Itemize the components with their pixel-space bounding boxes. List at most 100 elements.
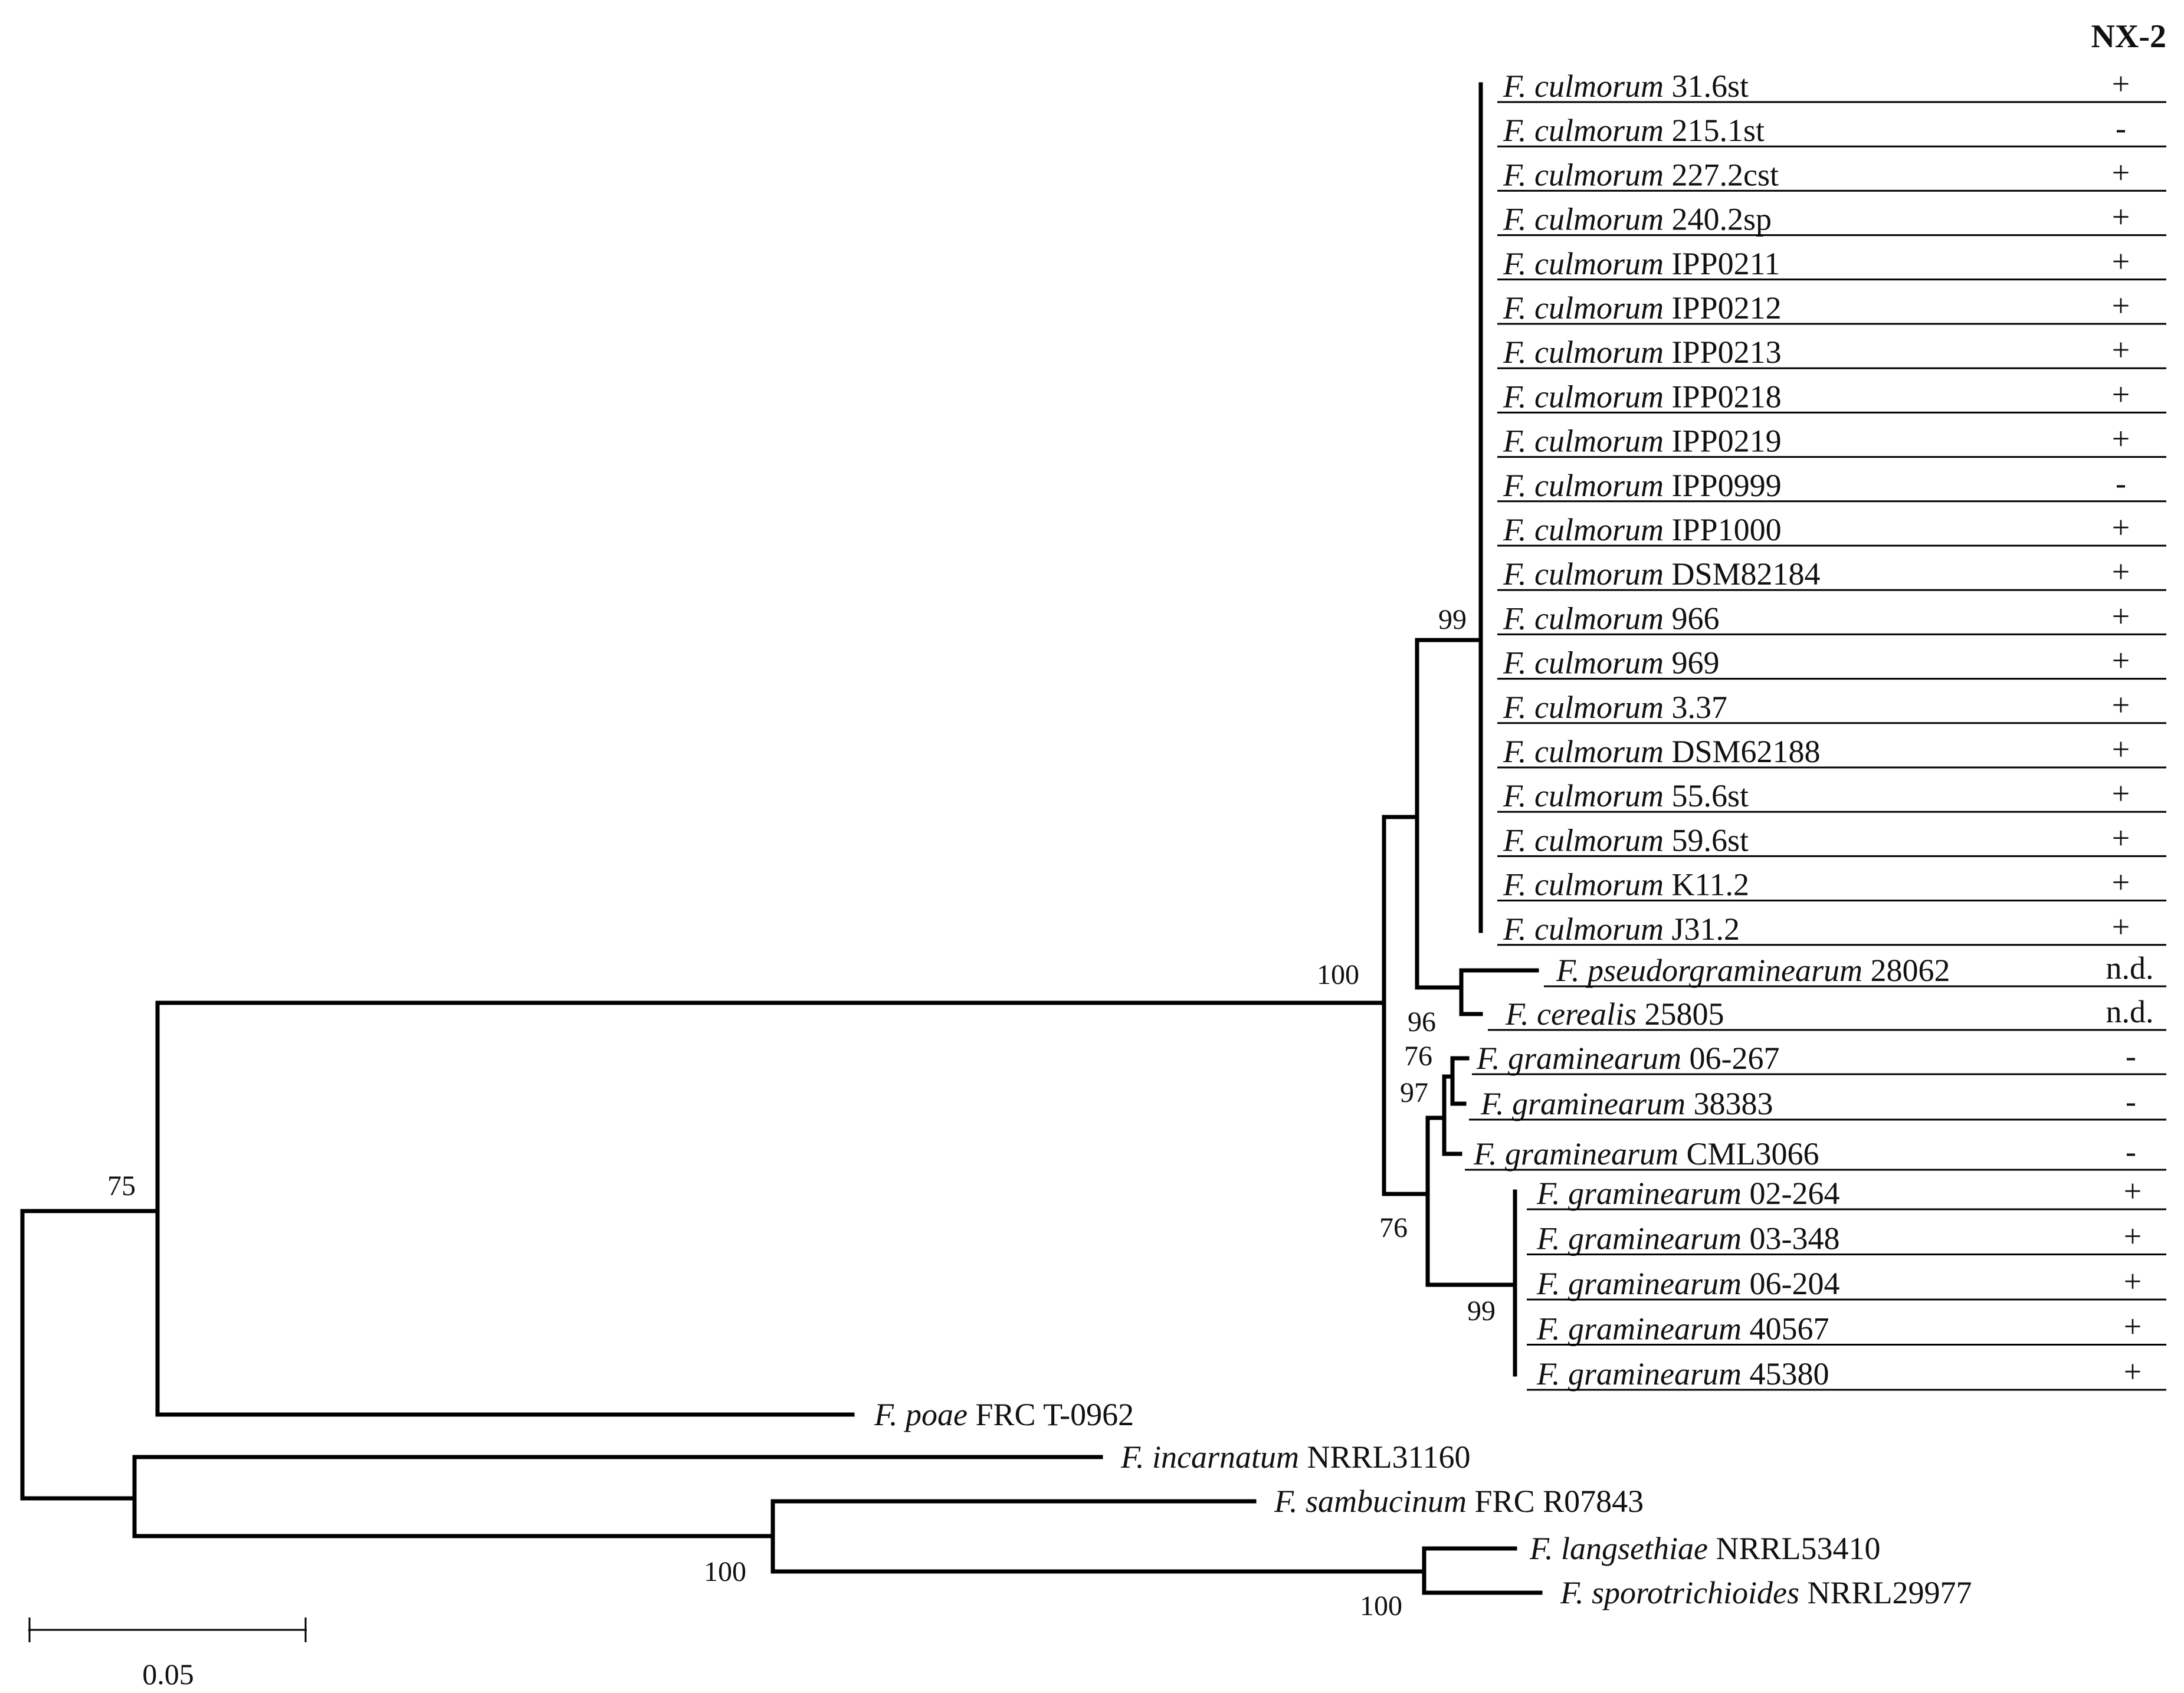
taxon-label: F. pseudorgraminearum 28062 [1556, 953, 1950, 988]
taxon-species-name: F. incarnatum [1120, 1439, 1299, 1475]
taxon-species-name: F. graminearum [1480, 1086, 1685, 1121]
taxon-label: F. langsethiae NRRL53410 [1529, 1531, 1881, 1566]
taxon-row: F. culmorum 240.2sp+ [1497, 199, 2166, 237]
taxon-label: F. culmorum 966 [1503, 601, 1720, 636]
nx2-status: + [2112, 820, 2130, 855]
nx2-status: - [2116, 110, 2126, 146]
taxon-strain-id: 969 [1664, 645, 1720, 681]
taxon-strain-id: 215.1st [1664, 113, 1765, 148]
taxon-row: F. culmorum 969 + [1497, 643, 2166, 681]
nx2-status: + [2112, 643, 2130, 678]
bootstrap-value: 100 [1317, 959, 1359, 990]
taxon-row: F. culmorum IPP0211+ [1497, 244, 2166, 281]
taxon-species-name: F. culmorum [1503, 734, 1664, 769]
taxon-label: F. culmorum 240.2sp [1503, 202, 1772, 237]
sister-taxa-rows: F. pseudorgraminearum 28062 n.d. F. cereal… [1488, 950, 2166, 1032]
taxon-species-name: F. graminearum [1536, 1311, 1742, 1347]
taxon-row: F. sporotrichioides NRRL29977 [1560, 1575, 1972, 1610]
nx2-status: + [2124, 1309, 2142, 1344]
taxon-strain-id: CML3066 [1678, 1136, 1819, 1172]
nx2-status: + [2112, 731, 2130, 767]
taxon-row: F. culmorum 55.6st+ [1497, 776, 2166, 813]
taxon-label: F. culmorum 969 [1503, 645, 1720, 681]
taxon-species-name: F. culmorum [1503, 645, 1664, 681]
taxon-strain-id: 03-348 [1742, 1221, 1839, 1256]
culmorum-clade-rows: F. culmorum 31.6st+F. culmorum 215.1st-F… [1497, 66, 2166, 947]
taxon-strain-id: 06-267 [1681, 1041, 1779, 1076]
taxon-strain-id: 966 [1664, 601, 1720, 636]
taxon-strain-id: FRC T-0962 [968, 1397, 1134, 1432]
scale-bar-label: 0.05 [142, 1658, 194, 1691]
nx2-status: + [2112, 155, 2130, 190]
taxon-row: F. culmorum 227.2cst+ [1497, 155, 2166, 192]
bootstrap-value: 96 [1408, 1006, 1436, 1038]
taxon-row: F. culmorum IPP0218+ [1497, 376, 2166, 414]
taxon-species-name: F. culmorum [1503, 334, 1664, 370]
taxon-species-name: F. culmorum [1503, 778, 1664, 813]
taxon-label: F. cerealis 25805 [1505, 996, 1724, 1032]
taxon-row: F. culmorum K11.2+ [1497, 865, 2166, 903]
taxon-species-name: F. sporotrichioides [1560, 1575, 1799, 1610]
taxon-row: F. culmorum IPP0212+ [1497, 288, 2166, 326]
taxon-label: F. graminearum 38383 [1480, 1086, 1773, 1121]
taxon-row: F. sambucinum FRC R07843 [1274, 1484, 1644, 1519]
taxon-row: F. culmorum 215.1st- [1497, 110, 2166, 148]
taxon-strain-id: NRRL29977 [1799, 1575, 1972, 1610]
taxon-label: F. graminearum 40567 [1536, 1311, 1829, 1347]
taxon-species-name: F. culmorum [1503, 690, 1664, 725]
taxon-species-name: F. langsethiae [1529, 1531, 1708, 1566]
nx2-status: + [2112, 687, 2130, 723]
taxon-strain-id: FRC R07843 [1467, 1484, 1644, 1519]
taxon-row: F. graminearum 38383 - [1469, 1084, 2166, 1121]
taxon-strain-id: 240.2sp [1664, 202, 1772, 237]
taxon-label: F. culmorum 31.6st [1503, 68, 1749, 104]
nx2-status: + [2112, 376, 2130, 412]
taxon-species-name: F. culmorum [1503, 202, 1664, 237]
taxon-label: F. culmorum IPP0211 [1503, 246, 1780, 281]
taxon-row: F. culmorum IPP0999- [1497, 465, 2166, 503]
taxon-label: F. graminearum 06-267 [1476, 1041, 1780, 1076]
taxon-row: F. culmorum 31.6st+ [1497, 66, 2166, 104]
taxon-row: F. poae FRC T-0962 [874, 1397, 1134, 1432]
taxon-strain-id: IPP0213 [1664, 334, 1782, 370]
tree-branches [20, 82, 1543, 1595]
nx2-status: - [2126, 1084, 2136, 1119]
nx2-status: n.d. [2106, 994, 2154, 1029]
taxon-label: F. culmorum 55.6st [1503, 778, 1749, 813]
taxon-species-name: F. graminearum [1536, 1266, 1742, 1301]
taxon-species-name: F. graminearum [1473, 1136, 1678, 1172]
bootstrap-value: 100 [1360, 1590, 1402, 1622]
taxon-strain-id: 40567 [1742, 1311, 1829, 1347]
taxon-row: F. graminearum 06-204+ [1527, 1264, 2166, 1301]
nx2-status: + [2112, 421, 2130, 457]
nx2-status: + [2112, 598, 2130, 634]
taxon-species-name: F. culmorum [1503, 512, 1664, 547]
graminearum-small-clade-rows: F. graminearum 06-267-F. graminearum 383… [1465, 1038, 2166, 1172]
taxon-strain-id: 45380 [1742, 1356, 1829, 1392]
taxon-strain-id: 06-204 [1742, 1266, 1839, 1301]
bootstrap-value: 99 [1467, 1295, 1496, 1327]
nx2-status: n.d. [2106, 950, 2154, 986]
taxon-label: F. culmorum IPP0999 [1503, 468, 1782, 503]
taxon-strain-id: IPP1000 [1664, 512, 1782, 547]
taxon-row: F. culmorum DSM82184+ [1497, 554, 2166, 592]
taxon-label: F. sambucinum FRC R07843 [1274, 1484, 1644, 1519]
bootstrap-values: 99 100 96 76 97 76 99 75 100 100 [107, 604, 1496, 1622]
taxon-strain-id: NRRL31160 [1299, 1439, 1471, 1475]
taxon-species-name: F. culmorum [1503, 290, 1664, 326]
taxon-row: F. culmorum J31.2+ [1497, 909, 2166, 947]
taxon-species-name: F. culmorum [1503, 68, 1664, 104]
taxon-species-name: F. culmorum [1503, 911, 1664, 947]
bootstrap-value: 97 [1400, 1077, 1428, 1108]
taxon-row: F. graminearum CML3066- [1465, 1134, 2166, 1172]
taxon-label: F. culmorum IPP0219 [1503, 424, 1782, 459]
bootstrap-value: 75 [107, 1170, 136, 1202]
bootstrap-value: 76 [1379, 1212, 1408, 1243]
taxon-label: F. culmorum K11.2 [1503, 867, 1749, 903]
taxon-species-name: F. culmorum [1503, 556, 1664, 592]
nx2-status: + [2124, 1354, 2142, 1389]
taxon-row: F. culmorum IPP1000+ [1497, 510, 2166, 547]
taxon-species-name: F. culmorum [1503, 867, 1664, 903]
taxon-label: F. graminearum CML3066 [1473, 1136, 1819, 1172]
